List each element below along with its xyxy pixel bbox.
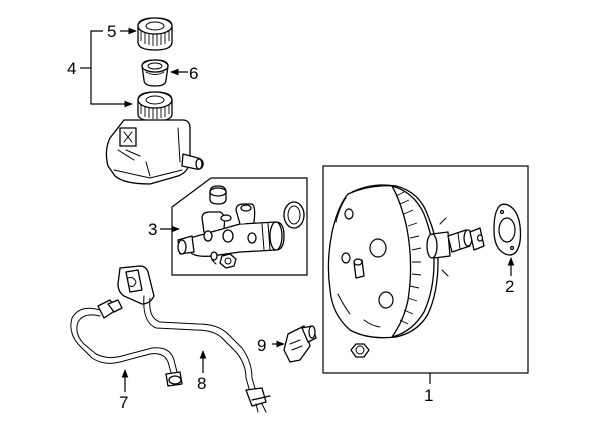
callout-4: 4 <box>67 59 76 78</box>
booster-gasket <box>493 203 522 256</box>
callout-bracket-4 <box>80 27 188 108</box>
master-cylinder-box <box>171 177 308 276</box>
brake-booster-group <box>322 165 529 374</box>
master-cylinder-nut <box>219 253 237 269</box>
callout-1: 1 <box>424 386 433 405</box>
vacuum-line <box>70 299 183 387</box>
vacuum-sensor <box>283 325 317 363</box>
brake-fluid-reservoir <box>105 91 204 185</box>
callout-9: 9 <box>257 336 266 355</box>
callout-6: 6 <box>189 64 198 83</box>
reservoir-cap <box>137 17 173 51</box>
brake-booster-box <box>322 165 529 374</box>
callout-8: 8 <box>197 374 206 393</box>
brake-booster-nut <box>350 343 370 358</box>
callout-7: 7 <box>119 393 128 412</box>
master-cylinder-group <box>171 177 308 276</box>
callout-2: 2 <box>505 277 514 296</box>
brake-booster <box>327 184 485 339</box>
master-cylinder-grommet <box>209 185 227 205</box>
callout-5: 5 <box>107 22 116 41</box>
callout-3: 3 <box>148 220 157 239</box>
master-cylinder <box>177 203 285 265</box>
master-cylinder-seal-ring <box>283 201 305 229</box>
reservoir-strainer <box>141 59 169 87</box>
vacuum-hose <box>117 265 271 413</box>
